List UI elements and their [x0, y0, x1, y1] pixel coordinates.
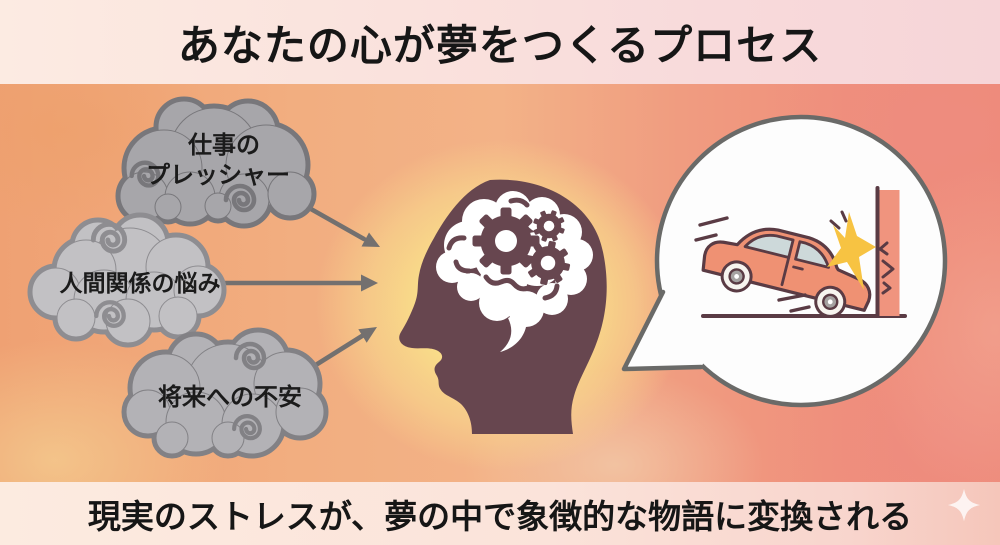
car-rear-window: [743, 234, 795, 259]
head-profile-brain-gears-icon: [399, 179, 607, 434]
stress-cloud-work: 仕事の プレッシャー: [120, 101, 312, 224]
cloud-label: 仕事の: [187, 131, 260, 159]
car-front-window: [794, 240, 830, 269]
brain-stem: [500, 311, 527, 352]
cloud-label: プレッシャー: [146, 161, 290, 189]
dream-process-illustration: 仕事の プレッシャー 人間関係の悩み 将来への不安: [0, 84, 1000, 482]
caption-banner: 現実のストレスが、夢の中で象徴的な物語に変換される: [0, 482, 1000, 545]
bubble-tail: [624, 292, 726, 369]
cloud-label: 将来への不安: [158, 383, 302, 411]
dream-speech-bubble-icon: [621, 114, 948, 408]
car-crash-into-wall-icon: [694, 186, 907, 318]
stress-cloud-future: 将来への不安: [126, 332, 324, 454]
car-wheel: [720, 260, 753, 293]
stress-cloud-relationships: 人間関係の悩み: [32, 217, 222, 343]
sparkle-icon: [947, 488, 981, 522]
cloud-label: 人間関係の悩み: [60, 271, 221, 297]
crash-marks: [829, 210, 895, 295]
car-icon: [701, 227, 872, 318]
impact-flash-icon: [827, 212, 876, 290]
page-title: あなたの心が夢をつくるプロセス: [177, 20, 823, 70]
wall: [877, 190, 900, 316]
title-banner: あなたの心が夢をつくるプロセス: [0, 0, 1000, 84]
gear-icon: [472, 207, 540, 275]
illustration-area: 仕事の プレッシャー 人間関係の悩み 将来への不安: [0, 84, 1000, 482]
speed-lines: [694, 216, 811, 313]
caption-text: 現実のストレスが、夢の中で象徴的な物語に変換される: [87, 496, 913, 536]
arrow-relationships-to-head: [215, 274, 378, 292]
car-wheel: [814, 285, 847, 318]
brain-fold-curls: [446, 197, 560, 301]
